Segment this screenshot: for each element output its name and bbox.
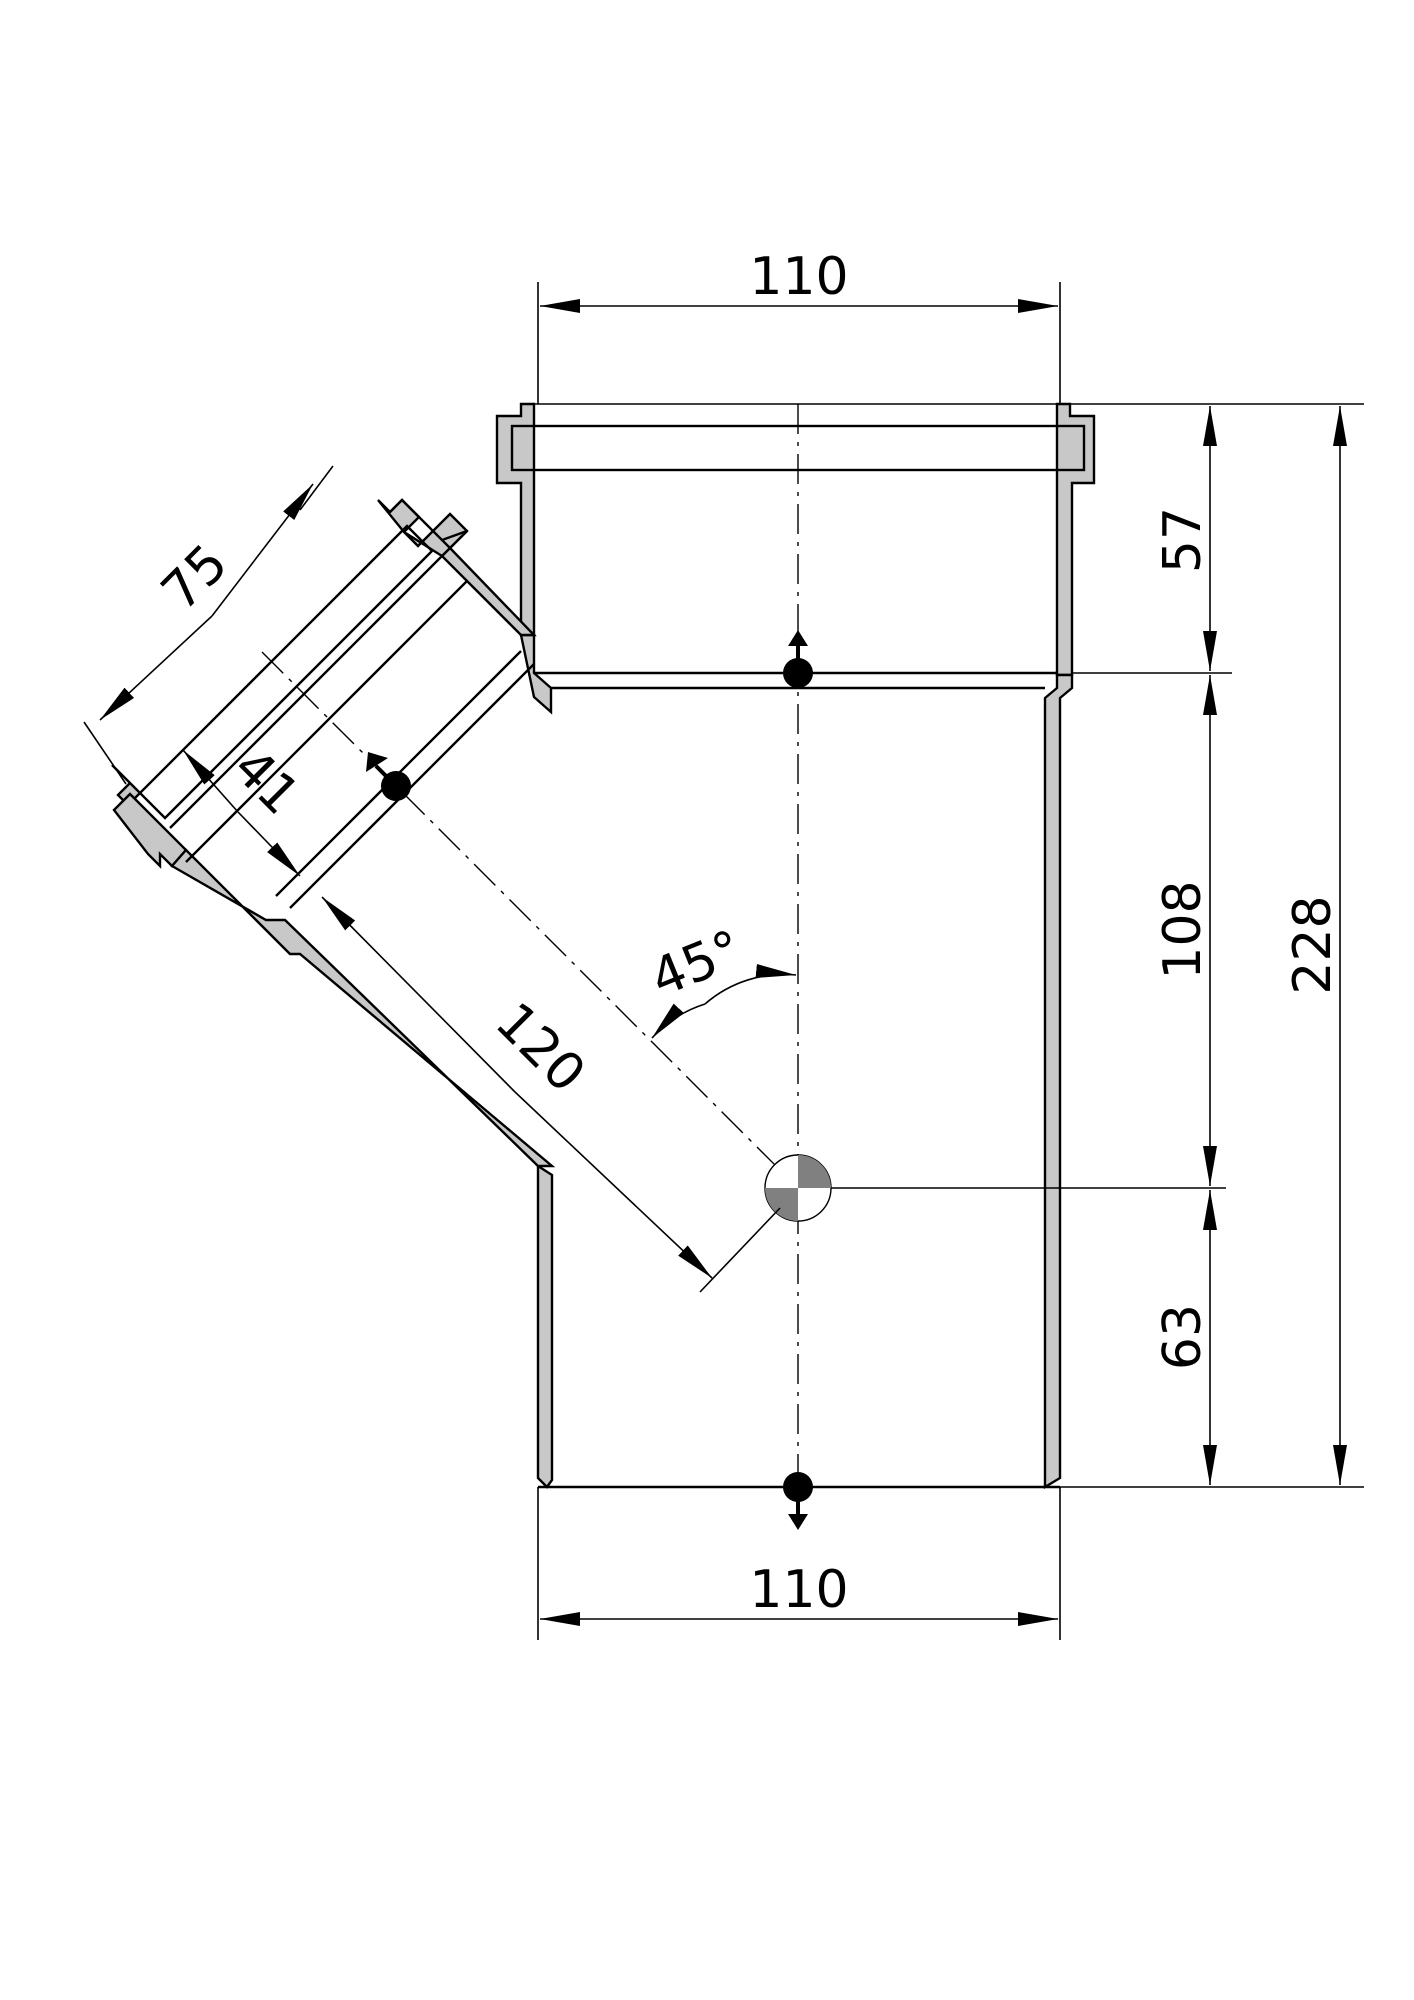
- dim-bottom-width-label: 110: [749, 1560, 848, 1620]
- dim-lower-height-label: 63: [1153, 1304, 1213, 1370]
- dim-branch-socket-depth: [182, 749, 301, 877]
- flow-arrow-down-icon: [783, 1472, 813, 1530]
- dim-top-width-label: 110: [749, 247, 848, 307]
- branch-socket-gasket: [138, 524, 434, 820]
- body-wall-right: [1043, 673, 1074, 1490]
- dim-branch-angle: [651, 964, 797, 1039]
- socket-wall-left: [495, 402, 536, 637]
- dim-vertical-chain: [1060, 403, 1364, 1488]
- branch-socket-wall: [377, 498, 469, 558]
- socket-wall-right: [1055, 402, 1096, 677]
- flow-arrow-up-icon: [783, 630, 813, 688]
- dim-bottom-width: 110: [537, 1487, 1061, 1640]
- dim-middle-height-label: 108: [1153, 880, 1213, 979]
- dim-socket-depth-label: 57: [1153, 507, 1213, 573]
- dim-top-width: 110: [537, 247, 1061, 404]
- main-pipe: [495, 402, 1096, 1490]
- dim-branch-angle-label: 45°: [643, 919, 751, 1009]
- dim-total-height-label: 228: [1283, 895, 1343, 994]
- branch-pipe: [111, 498, 556, 1168]
- flow-arrow-branch-icon: [366, 752, 411, 801]
- branch-socket-upper: [389, 498, 468, 550]
- branch-axis: [261, 651, 781, 1171]
- body-wall-left: [536, 1163, 554, 1489]
- dim-branch-length: [321, 896, 781, 1293]
- center-mark-icon: [764, 1154, 832, 1222]
- dim-branch-length-label: 120: [484, 992, 597, 1105]
- branch-socket-bottom-wall: [112, 792, 188, 869]
- dim-branch-diameter: [83, 465, 334, 785]
- branch-wall-lower: [170, 848, 556, 1168]
- dim-branch-diameter-label: 75: [150, 533, 239, 622]
